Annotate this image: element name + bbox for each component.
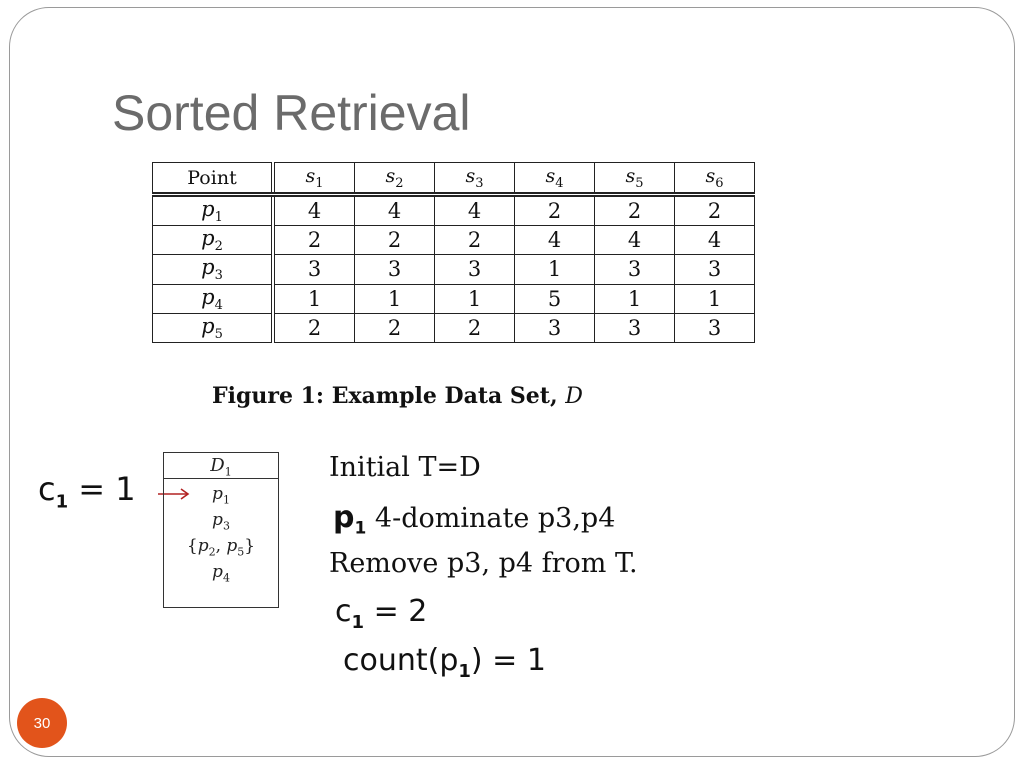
list-item: {p2, p5} bbox=[186, 536, 256, 559]
list-item: p3 bbox=[212, 510, 230, 533]
table-row: p5 2 2 2 3 3 3 bbox=[152, 312, 755, 343]
table-cell: 4 bbox=[434, 193, 515, 227]
table-row: p2 2 2 2 4 4 4 bbox=[152, 225, 755, 256]
table-cell: 2 bbox=[354, 312, 435, 343]
table-cell: 4 bbox=[594, 225, 675, 256]
slide-title: Sorted Retrieval bbox=[112, 85, 471, 141]
table-cell: 2 bbox=[434, 312, 515, 343]
table-cell: 3 bbox=[594, 312, 675, 343]
table-cell-point: p2 bbox=[152, 225, 275, 256]
table-cell: 2 bbox=[354, 225, 435, 256]
table-cell: 3 bbox=[272, 254, 355, 285]
note-remove: Remove p3, p4 from T. bbox=[329, 548, 638, 579]
table-cell: 2 bbox=[594, 193, 675, 227]
table-cell: 1 bbox=[434, 283, 515, 314]
figure-caption: Figure 1: Example Data Set, D bbox=[212, 383, 583, 409]
note-counter-update: c1 = 2 bbox=[335, 594, 428, 633]
table-header-s2: s2 bbox=[354, 162, 435, 197]
table-cell: 1 bbox=[514, 254, 595, 285]
table-cell: 3 bbox=[594, 254, 675, 285]
slide-frame bbox=[9, 7, 1015, 757]
list-item: p1 bbox=[212, 484, 230, 507]
table-cell-point: p3 bbox=[152, 254, 275, 285]
table-cell: 2 bbox=[434, 225, 515, 256]
table-cell: 2 bbox=[272, 225, 355, 256]
note-count: count(p1) = 1 bbox=[343, 643, 546, 682]
figure-caption-text: Figure 1: Example Data Set, bbox=[212, 383, 558, 409]
table-row: p4 1 1 1 5 1 1 bbox=[152, 283, 755, 314]
table-cell: 3 bbox=[514, 312, 595, 343]
table-row: p1 4 4 4 2 2 2 bbox=[152, 193, 755, 227]
table-header-s5: s5 bbox=[594, 162, 675, 197]
table-cell: 1 bbox=[674, 283, 755, 314]
counter-label: c1 = 1 bbox=[38, 470, 136, 513]
table-cell: 1 bbox=[594, 283, 675, 314]
note-dominate: p1 4-dominate p3,p4 bbox=[333, 500, 616, 539]
table-cell: 3 bbox=[434, 254, 515, 285]
table-cell: 4 bbox=[272, 193, 355, 227]
table-cell: 1 bbox=[354, 283, 435, 314]
table-cell: 4 bbox=[354, 193, 435, 227]
table-cell: 3 bbox=[674, 312, 755, 343]
table-cell: 4 bbox=[514, 225, 595, 256]
table-cell: 3 bbox=[354, 254, 435, 285]
figure-caption-math: D bbox=[565, 384, 583, 409]
list-item: p4 bbox=[212, 562, 230, 585]
page-number-badge: 30 bbox=[17, 698, 67, 748]
table-cell: 2 bbox=[514, 193, 595, 227]
page-number: 30 bbox=[33, 714, 51, 732]
table-header-s4: s4 bbox=[514, 162, 595, 197]
table-cell: 2 bbox=[674, 193, 755, 227]
table-header-point: Point bbox=[152, 162, 275, 197]
table-header-s6: s6 bbox=[674, 162, 755, 197]
d1-header: D1 bbox=[164, 453, 278, 479]
data-table: Point s1 s2 s3 s4 s5 s6 p1 4 4 4 2 2 2 p… bbox=[152, 162, 755, 343]
table-row: p3 3 3 3 1 3 3 bbox=[152, 254, 755, 285]
table-cell: 5 bbox=[514, 283, 595, 314]
table-cell: 1 bbox=[272, 283, 355, 314]
table-cell: 4 bbox=[674, 225, 755, 256]
table-header-row: Point s1 s2 s3 s4 s5 s6 bbox=[152, 162, 755, 197]
d1-sorted-list: D1 p1 p3 {p2, p5} p4 bbox=[163, 452, 279, 608]
table-cell-point: p5 bbox=[152, 312, 275, 343]
note-initial: Initial T=D bbox=[329, 452, 481, 483]
table-cell: 3 bbox=[674, 254, 755, 285]
table-cell-point: p4 bbox=[152, 283, 275, 314]
table-header-s3: s3 bbox=[434, 162, 515, 197]
table-header-s1: s1 bbox=[272, 162, 355, 197]
table-cell: 2 bbox=[272, 312, 355, 343]
table-cell-point: p1 bbox=[152, 193, 275, 227]
